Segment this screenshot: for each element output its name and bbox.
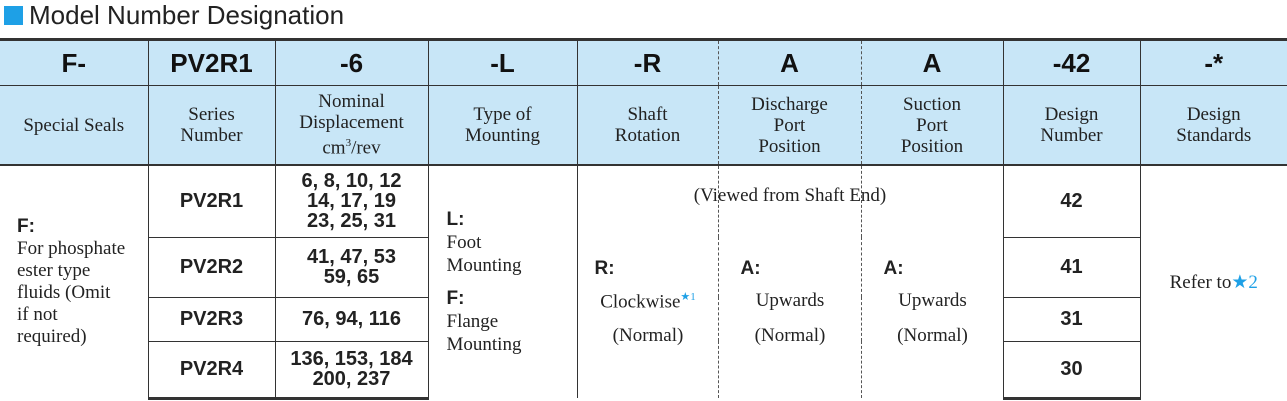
code-row: F- PV2R1 -6 -L -R A A -42 -* [0, 38, 1287, 86]
design-standards-cell: Refer to★2 [1139, 165, 1287, 398]
series-cell: PV2R3 [147, 297, 275, 342]
series-cell: PV2R1 [147, 165, 275, 238]
section-title: Model Number Designation [4, 0, 344, 30]
design-number-cell: 41 [1002, 237, 1140, 298]
code-suction: A [860, 38, 1003, 86]
title-square-icon [4, 5, 23, 25]
design-number-cell: 30 [1002, 341, 1140, 400]
code-series: PV2R1 [147, 38, 275, 86]
series-cell: PV2R4 [147, 341, 275, 400]
star-icon: ★ [1231, 271, 1249, 293]
viewed-from-shaft-end: (Viewed from Shaft End) [693, 185, 887, 206]
header-special-seals: Special Seals [0, 85, 148, 166]
code-discharge: A [717, 38, 861, 86]
code-design-number: -42 [1002, 38, 1140, 86]
code-design-standards: -* [1139, 38, 1287, 86]
model-number-table: F- PV2R1 -6 -L -R A A -42 -* Special Sea… [0, 38, 1287, 400]
code-rotation: -R [576, 38, 718, 86]
displacement-cell: 76, 94, 116 [274, 297, 428, 342]
design-number-cell: 42 [1002, 165, 1140, 238]
discharge-cell: (Viewed from Shaft End) A: Upwards (Norm… [694, 165, 886, 398]
code-displacement: -6 [274, 38, 428, 86]
rotation-cell: R: Clockwise★1 (Normal) [576, 165, 718, 398]
table-row: PV2R3 76, 94, 116 31 [0, 297, 1287, 342]
suction-cell: A: Upwards (Normal) [860, 165, 1003, 398]
design-number-cell: 31 [1002, 297, 1140, 342]
series-cell: PV2R2 [147, 237, 275, 298]
title-text: Model Number Designation [29, 0, 345, 30]
code-mounting: -L [427, 38, 577, 86]
code-seals: F- [0, 38, 148, 86]
